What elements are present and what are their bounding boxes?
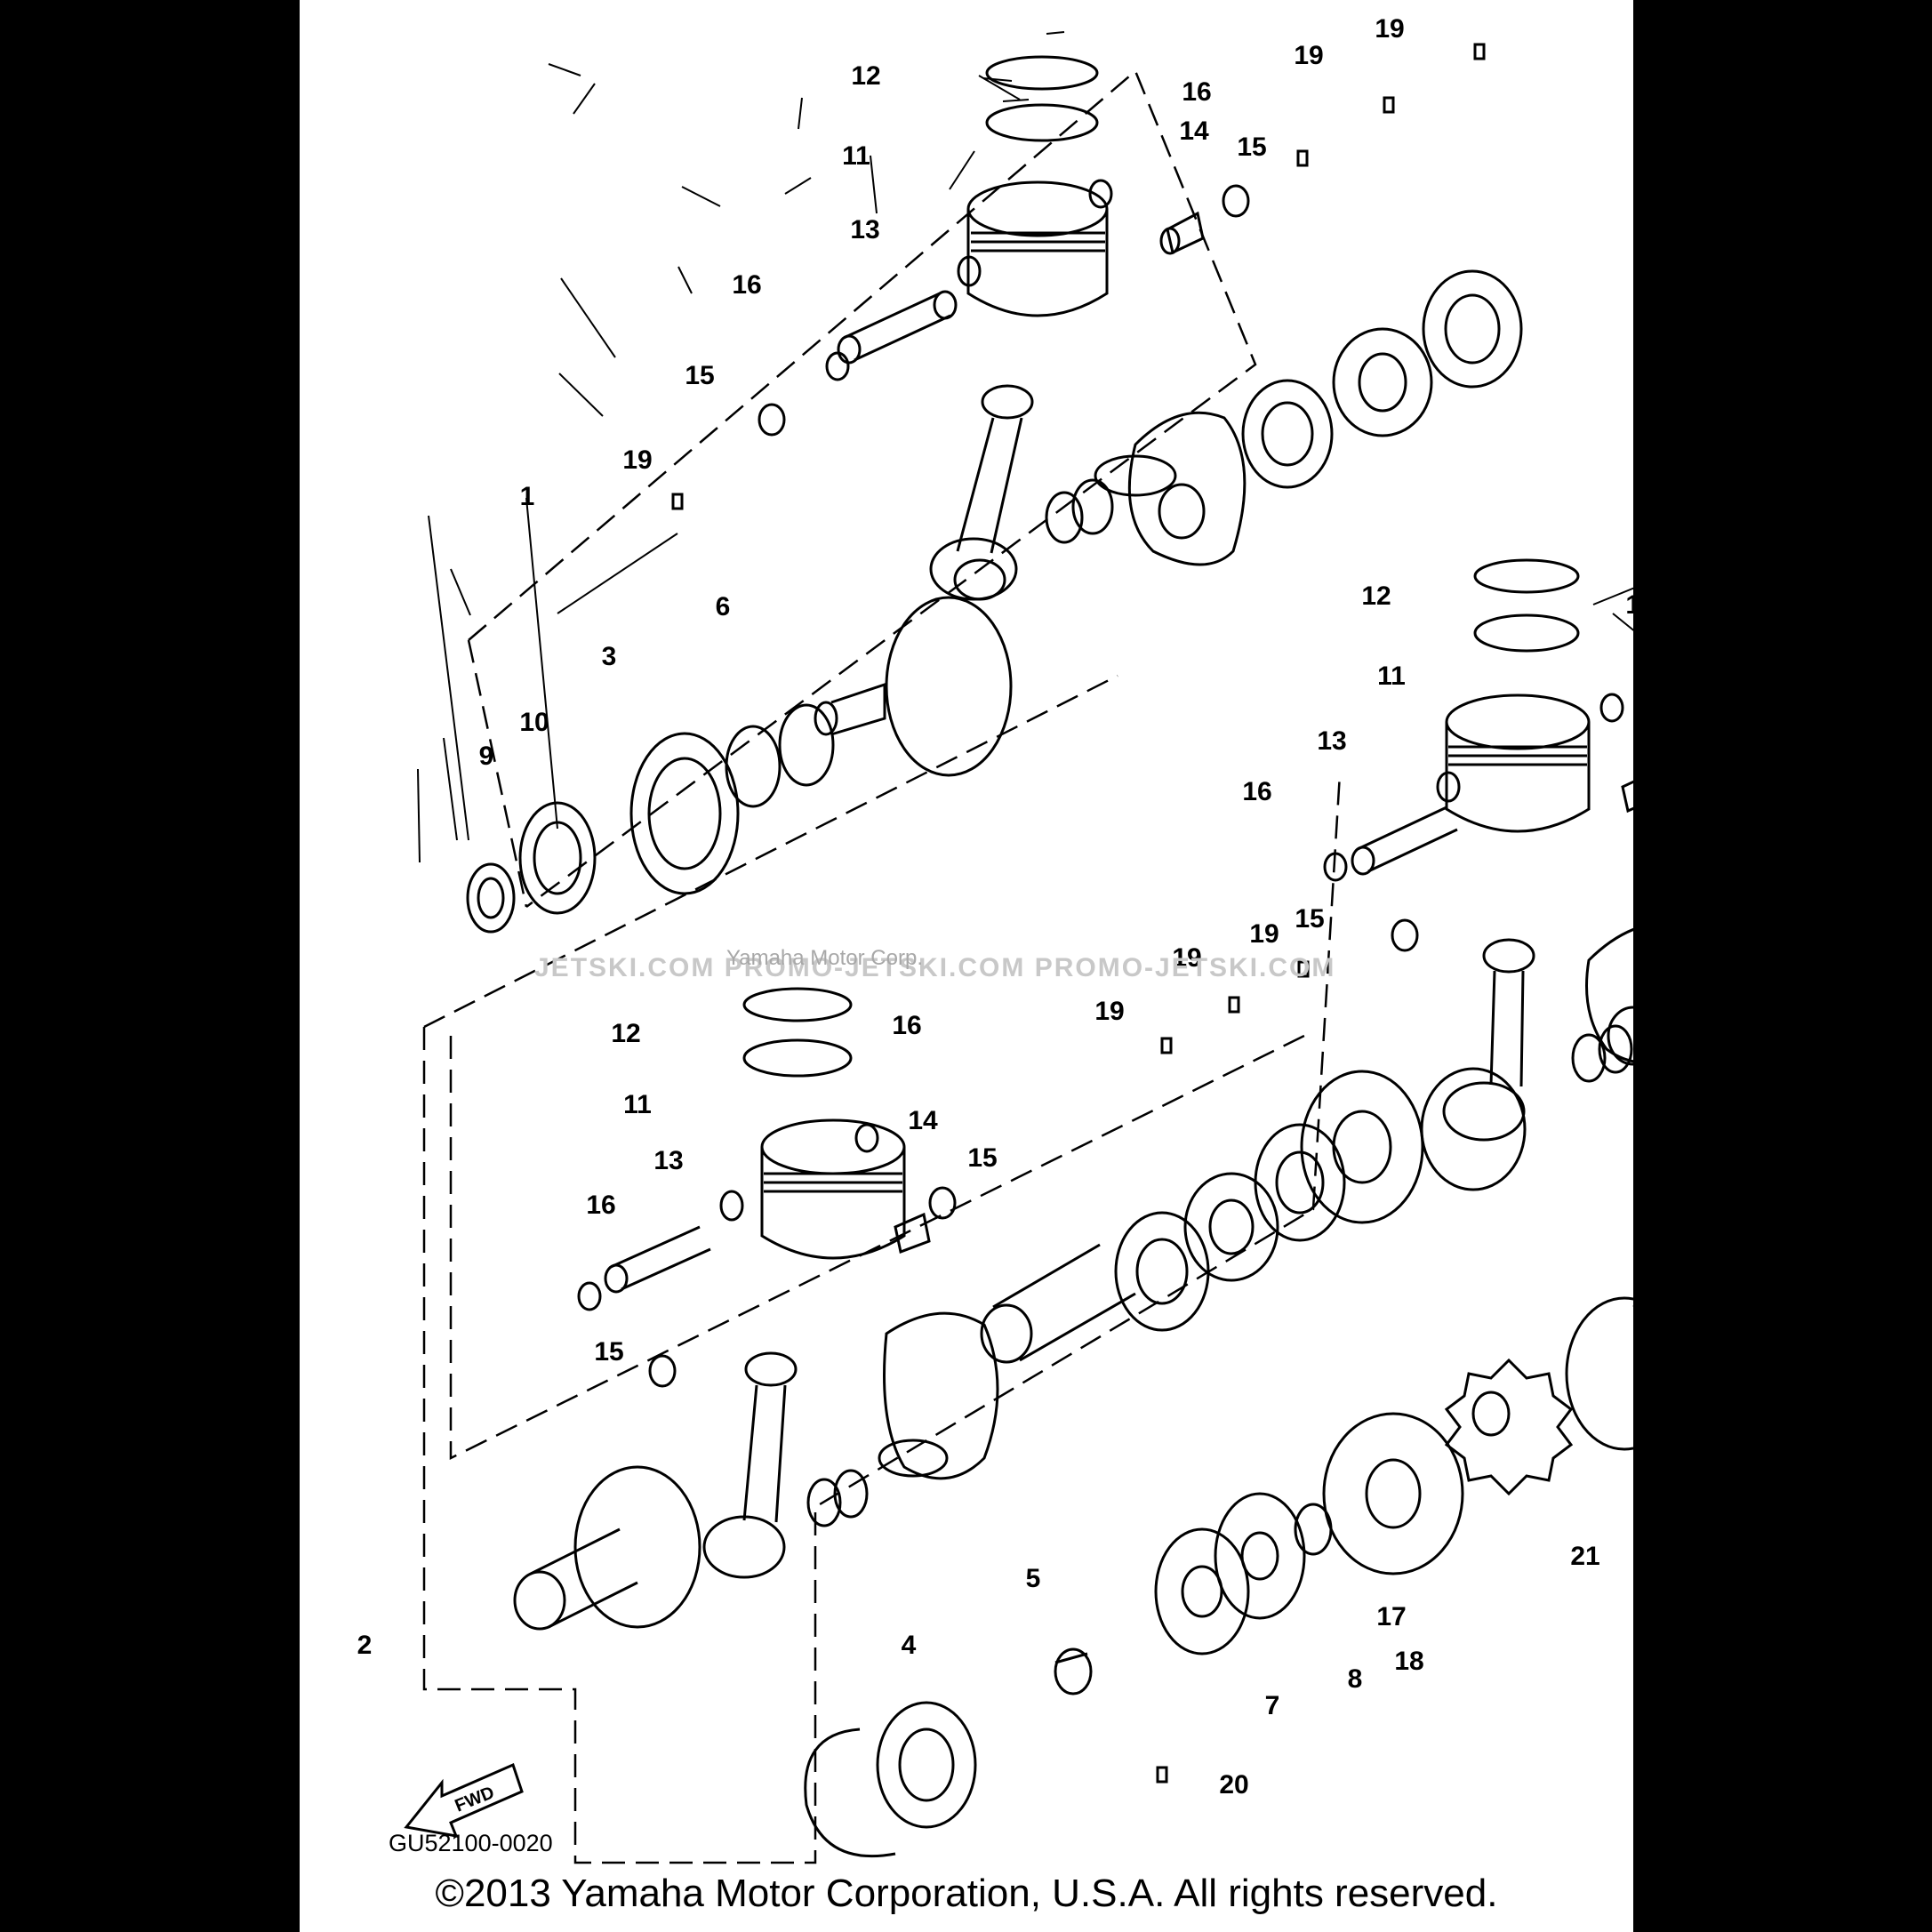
crankshaft-piston-diagram: 1 2 3 4 5 6 7 8 9 10 11 11 11 13 13 13 1… xyxy=(357,14,1633,1864)
circlips-lower xyxy=(577,1123,957,1388)
piston-pin-lower xyxy=(604,1225,711,1294)
callout-11c: 11 xyxy=(623,1090,652,1119)
callout-5: 5 xyxy=(1026,1564,1041,1593)
small-end-bearing-upper xyxy=(1159,211,1205,255)
callout-17: 17 xyxy=(1376,1602,1406,1631)
callout-2: 2 xyxy=(357,1631,373,1660)
piston-rings-lower xyxy=(742,987,853,1078)
callout-13b: 13 xyxy=(1317,726,1346,756)
callout-16e: 16 xyxy=(892,1011,921,1040)
piston-pin-middle xyxy=(1351,806,1458,876)
crank-web-middle-right xyxy=(1585,927,1633,1066)
callout-18: 18 xyxy=(1394,1647,1423,1676)
callout-6: 6 xyxy=(716,592,731,621)
callout-19d: 19 xyxy=(1249,919,1279,949)
callout-13c: 13 xyxy=(653,1146,683,1175)
assembly-outline-upper xyxy=(467,68,1257,909)
connecting-rod-upper xyxy=(929,384,1034,601)
piston-rings-middle xyxy=(1473,558,1580,653)
damper-21 xyxy=(1444,1358,1574,1496)
callout-19c: 19 xyxy=(622,445,652,475)
watermark-text: JETSKI.COM PROMO-JETSKI.COM PROMO-JETSKI… xyxy=(534,953,1335,982)
crank-web-lower-left xyxy=(513,1465,701,1631)
labyrinth-seal-middle xyxy=(1183,1172,1279,1282)
circlip-2 xyxy=(804,1728,896,1858)
crank-web-upper-left xyxy=(814,596,1013,777)
crank-web-upper-right xyxy=(1094,411,1247,566)
main-journal-middle xyxy=(980,1243,1136,1364)
callout-14a: 14 xyxy=(1179,116,1209,146)
circlips-upper xyxy=(758,179,1250,437)
callout-7: 7 xyxy=(1265,1691,1280,1720)
fwd-arrow xyxy=(404,1762,524,1838)
callout-14c: 14 xyxy=(908,1106,938,1135)
piston-rings-upper xyxy=(985,55,1099,142)
crank-web-lower-center xyxy=(878,1311,999,1480)
piston-lower xyxy=(719,1118,906,1260)
bearing-middle-3 xyxy=(1114,1211,1210,1332)
leader-lines xyxy=(417,31,1633,863)
bearing-upper-1 xyxy=(1241,379,1334,489)
callout-19e: 19 xyxy=(1172,943,1201,973)
callout-15d: 15 xyxy=(1295,904,1324,934)
piston-pin-upper xyxy=(837,290,958,365)
coupling-22 xyxy=(1565,1296,1633,1451)
callout-9: 9 xyxy=(479,742,494,771)
watermark-small-text: Yamaha Motor Corp. xyxy=(726,946,923,970)
copyright-text: ©2013 Yamaha Motor Corporation, U.S.A. A… xyxy=(435,1872,1498,1915)
crankpin-upper xyxy=(1045,478,1114,544)
part-number-code: GU52100-0020 xyxy=(389,1830,553,1856)
callout-12c: 12 xyxy=(611,1019,640,1048)
callout-16a: 16 xyxy=(1182,77,1211,107)
connecting-rod-lower xyxy=(702,1351,798,1579)
collar-5 xyxy=(1054,1647,1093,1696)
callout-16f: 16 xyxy=(586,1190,615,1220)
callout-15a: 15 xyxy=(1237,132,1266,162)
callout-15e: 15 xyxy=(967,1143,997,1173)
assembly-outline-lower xyxy=(449,1030,1314,1461)
crankpin-middle xyxy=(1571,1024,1633,1083)
callout-13a: 13 xyxy=(850,215,879,245)
piston-upper xyxy=(957,180,1109,317)
knock-pins xyxy=(671,43,1486,1784)
oil-seal-9 xyxy=(466,862,516,934)
callout-16c: 16 xyxy=(1625,590,1633,620)
callout-19f: 19 xyxy=(1094,997,1124,1026)
washer-8 xyxy=(1214,1492,1306,1620)
callout-16d: 16 xyxy=(1242,777,1271,806)
callout-15b: 15 xyxy=(685,361,714,390)
piston-middle xyxy=(1436,693,1591,833)
connecting-rod-middle xyxy=(1442,938,1535,1142)
callout-20: 20 xyxy=(1219,1770,1248,1800)
bearing-middle-1 xyxy=(1420,1067,1527,1191)
callout-8: 8 xyxy=(1348,1664,1363,1694)
callout-labels: 1 2 3 4 5 6 7 8 9 10 11 11 11 13 13 13 1… xyxy=(357,14,1633,1800)
bearing-4 xyxy=(876,1701,977,1829)
callout-12a: 12 xyxy=(851,61,880,91)
callout-10: 10 xyxy=(519,708,549,737)
circlips-middle xyxy=(1323,693,1624,952)
coupling-17 xyxy=(1322,1412,1464,1575)
bearing-upper-2 xyxy=(1422,269,1523,389)
callout-3: 3 xyxy=(602,642,617,671)
callout-12b: 12 xyxy=(1361,581,1391,611)
small-end-bearing-lower xyxy=(894,1212,931,1255)
callout-1: 1 xyxy=(520,482,535,511)
callout-16b: 16 xyxy=(732,270,761,300)
callout-19b: 19 xyxy=(1294,41,1323,70)
washer-7 xyxy=(1154,1527,1250,1655)
callout-4: 4 xyxy=(902,1631,917,1660)
callout-11b: 11 xyxy=(1377,661,1406,691)
bearing-middle-2 xyxy=(1254,1123,1346,1242)
callout-15f: 15 xyxy=(594,1337,623,1367)
labyrinth-seal-upper xyxy=(1332,327,1433,437)
bearing-3 xyxy=(629,732,740,895)
callout-19a: 19 xyxy=(1375,14,1404,44)
diagram-sheet: 1 2 3 4 5 6 7 8 9 10 11 11 11 13 13 13 1… xyxy=(300,0,1633,1932)
callout-21: 21 xyxy=(1570,1542,1599,1571)
callout-11a: 11 xyxy=(842,141,870,171)
crankpin-lower xyxy=(806,1469,869,1527)
small-end-bearing-middle xyxy=(1621,780,1633,814)
bearing-6 xyxy=(725,703,835,808)
